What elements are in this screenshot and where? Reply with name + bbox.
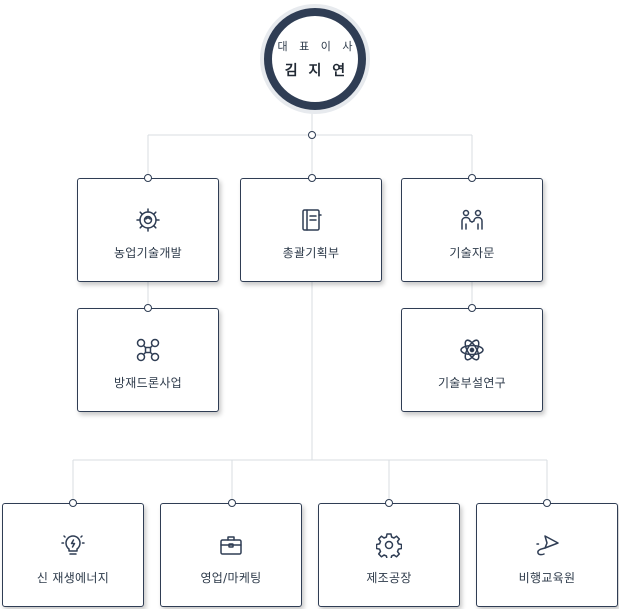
connector-dot <box>144 304 152 312</box>
connector-dot <box>69 499 77 507</box>
briefcase-icon <box>218 532 244 558</box>
dept-label: 영업/마케팅 <box>200 571 262 585</box>
dept-label: 제조공장 <box>366 571 412 585</box>
connector-dot <box>468 174 476 182</box>
dept-label: 농업기술개발 <box>113 246 183 260</box>
dept-box-consulting: 기술자문 <box>401 178 543 282</box>
dept-box-flight-edu: 비행교육원 <box>476 503 618 607</box>
dept-label: 방재드론사업 <box>113 376 183 390</box>
connector-dot <box>468 304 476 312</box>
dept-label: 총괄기획부 <box>282 246 340 260</box>
gear-icon <box>135 207 161 233</box>
dept-box-factory: 제조공장 <box>318 503 460 607</box>
atom-icon <box>459 337 485 363</box>
dept-box-renewable: 신 재생에너지 <box>2 503 144 607</box>
cog-icon <box>376 532 402 558</box>
dept-box-sales: 영업/마케팅 <box>160 503 302 607</box>
dept-label: 기술자문 <box>449 246 495 260</box>
consulting-people-icon <box>459 207 485 233</box>
connector-dot <box>308 131 316 139</box>
paper-plane-icon <box>534 532 560 558</box>
dept-label: 비행교육원 <box>518 571 576 585</box>
connector-dot <box>308 174 316 182</box>
notebook-icon <box>298 207 324 233</box>
dept-label: 기술부설연구 <box>437 376 507 390</box>
connector-dot <box>385 499 393 507</box>
lightbulb-icon <box>60 532 86 558</box>
dept-box-agri-tech: 농업기술개발 <box>77 178 219 282</box>
dept-label: 신 재생에너지 <box>36 571 110 585</box>
drone-icon <box>135 337 161 363</box>
connector-dot <box>144 174 152 182</box>
dept-box-research: 기술부설연구 <box>401 308 543 412</box>
ceo-name: 김 지 연 <box>284 63 349 79</box>
dept-box-planning: 총괄기획부 <box>240 178 382 282</box>
ceo-title: 대 표 이 사 <box>277 40 357 53</box>
connector-dot <box>228 499 236 507</box>
ceo-node: 대 표 이 사 김 지 연 <box>264 8 366 110</box>
connector-dot <box>543 499 551 507</box>
dept-box-drone: 방재드론사업 <box>77 308 219 412</box>
